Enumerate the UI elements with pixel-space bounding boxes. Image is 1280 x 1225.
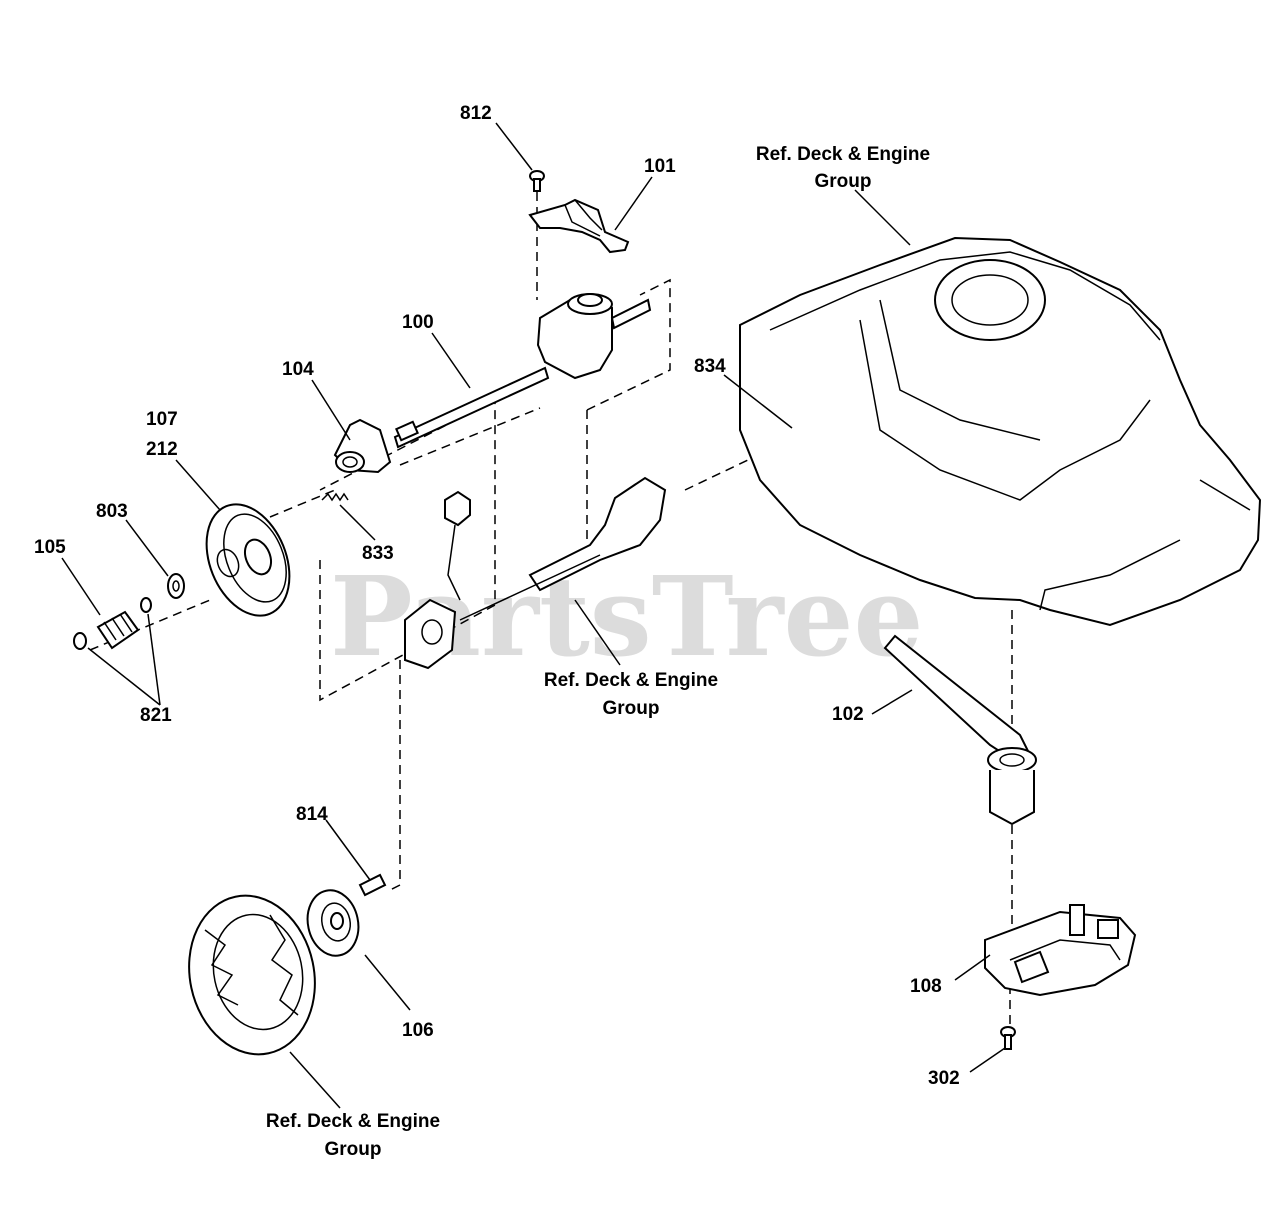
callout-107: 107 — [146, 409, 178, 430]
ref-top-right-line2: Group — [815, 171, 872, 192]
ref-bottom-left-line2: Group — [325, 1139, 382, 1160]
callout-834: 834 — [694, 356, 726, 377]
callout-106: 106 — [402, 1020, 434, 1041]
callout-803: 803 — [96, 501, 128, 522]
callout-101: 101 — [644, 156, 676, 177]
ref-middle-line1: Ref. Deck & Engine — [544, 670, 718, 691]
spring-833-drawing — [321, 492, 349, 502]
transmission-100-drawing — [393, 293, 652, 449]
callout-102: 102 — [832, 704, 864, 725]
pulley-212-drawing — [205, 503, 291, 617]
callout-108: 108 — [910, 976, 942, 997]
bearing-104-drawing — [333, 418, 392, 474]
ref-middle-line2: Group — [603, 698, 660, 719]
gear-106-drawing — [306, 889, 360, 957]
bracket-101-drawing — [528, 198, 630, 254]
screw-814-drawing — [358, 873, 387, 897]
callout-812: 812 — [460, 103, 492, 124]
deck-engine-housing-drawing — [739, 236, 1262, 627]
callout-105: 105 — [34, 537, 66, 558]
callout-814: 814 — [296, 804, 328, 825]
callout-302: 302 — [928, 1068, 960, 1089]
screw-812-drawing — [529, 170, 545, 192]
pinion-105-drawing — [96, 610, 140, 650]
leader-lines — [61, 122, 1006, 1109]
callout-100: 100 — [402, 312, 434, 333]
ring-821-drawing — [73, 597, 152, 650]
deck-height-adjuster-drawing — [404, 476, 667, 670]
bolt-302-drawing — [1000, 1026, 1016, 1050]
callout-833: 833 — [362, 543, 394, 564]
callout-212: 212 — [146, 439, 178, 460]
ref-bottom-left-line1: Ref. Deck & Engine — [266, 1111, 440, 1132]
wheel-drawing — [188, 894, 316, 1056]
washer-803-drawing — [167, 573, 185, 599]
callout-104: 104 — [282, 359, 314, 380]
belt-cover-108-drawing — [984, 904, 1137, 997]
belt-102-drawing — [883, 634, 1032, 760]
callout-821: 821 — [140, 705, 172, 726]
ref-top-right-line1: Ref. Deck & Engine — [756, 144, 930, 165]
drive-pulley-drawing — [987, 747, 1037, 826]
